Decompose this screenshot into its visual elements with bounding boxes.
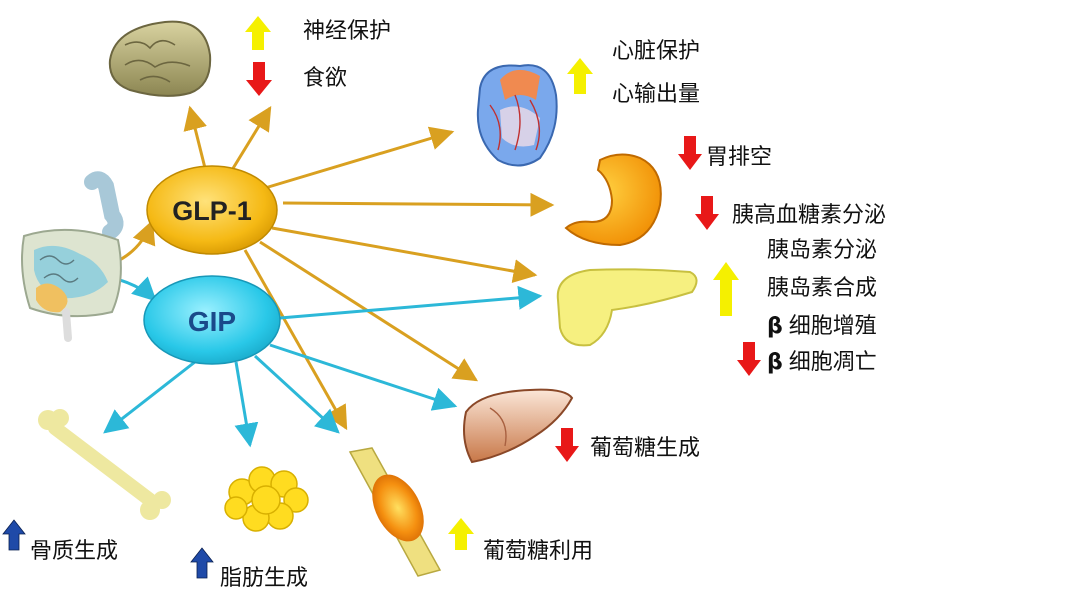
gip-arrow-bone (103, 356, 201, 434)
glucose-utilization-label: 葡萄糖利用 (483, 539, 594, 564)
glucagon-secretion-label: 胰高血糖素分泌 (732, 203, 887, 228)
gluconeogenesis-label: 葡萄糖生成 (590, 436, 701, 461)
gip-arrows (103, 285, 543, 448)
effect-arrows (2, 16, 761, 579)
up-arrow-icon (448, 518, 474, 550)
neuroprotection-label: 神经保护 (303, 19, 392, 44)
down-arrow-icon (246, 62, 272, 96)
down-arrow-icon (737, 342, 761, 376)
up-arrow-icon (245, 16, 271, 50)
gip-hub: GIP (143, 275, 281, 365)
down-arrow-icon (555, 428, 579, 462)
gip-arrow-liver (269, 343, 458, 411)
brain-icon (108, 20, 212, 97)
gip-arrow-muscle (253, 354, 340, 434)
heart-icon (476, 64, 558, 167)
insulin-synthesis-label: 胰岛素合成 (767, 276, 878, 301)
up-arrow-icon (567, 58, 593, 94)
liver-icon (463, 388, 574, 464)
cardiac-output-label: 心输出量 (612, 82, 701, 107)
down-arrow-icon (695, 196, 719, 230)
bone-formation-label: 骨质生成 (30, 539, 119, 564)
pancreas-icon (556, 268, 698, 347)
glp1-hub: GLP-1 (146, 165, 278, 255)
gip-label: GIP (188, 306, 236, 337)
glp1-arrow-brain-right (230, 105, 272, 171)
stomach-icon (564, 153, 662, 247)
glp1-arrow-muscle (243, 249, 348, 431)
lipogenesis-label: 脂肪生成 (220, 566, 309, 591)
bone-icon (38, 409, 171, 520)
gip-arrow-fat (234, 361, 259, 448)
beta-symbol: β (767, 350, 783, 375)
gip-arrow-pancreas (279, 285, 543, 320)
down-arrow-icon (678, 136, 702, 170)
beta-symbol: β (767, 314, 783, 339)
fat-icon (224, 466, 309, 532)
beta-apoptosis-text: 细胞凋亡 (788, 350, 877, 375)
up-arrow-icon (2, 519, 26, 551)
glp1-arrow-heart (264, 126, 455, 190)
up-arrow-icon (190, 547, 214, 579)
cardioprotection-label: 心脏保护 (612, 39, 701, 64)
up-arrow-icon (713, 262, 739, 316)
glp1-arrow-brain-left (183, 105, 208, 173)
beta-proliferation-text: 细胞增殖 (788, 314, 877, 339)
glp1-label: GLP-1 (172, 196, 252, 226)
gastric-emptying-label: 胃排空 (706, 145, 773, 170)
appetite-label: 食欲 (303, 66, 348, 91)
intestine-icon (21, 171, 124, 342)
glp1-arrow-pancreas (271, 226, 538, 284)
insulin-secretion-label: 胰岛素分泌 (767, 238, 878, 263)
glp1-arrow-stomach (282, 192, 555, 217)
muscle-icon (348, 447, 442, 577)
